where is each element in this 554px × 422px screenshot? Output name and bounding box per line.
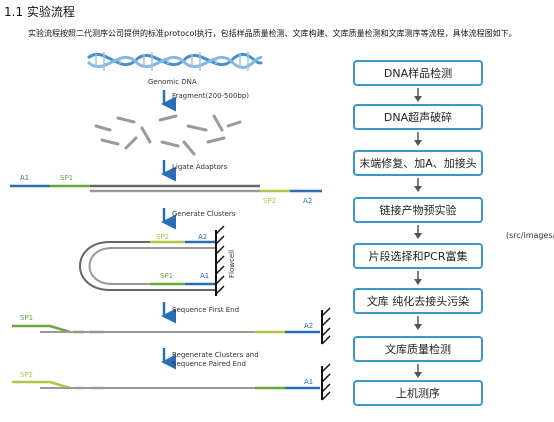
a1-label: A1 (20, 174, 29, 182)
ligate-adaptors-label: Ligate Adaptors (172, 163, 228, 171)
down-arrow-icon (414, 271, 422, 285)
intro-paragraph: 实验流程按照二代测序公司提供的标准protocol执行，包括样品质量检测、文库构… (28, 29, 517, 38)
down-arrow-icon (414, 132, 422, 146)
down-arrow-icon (414, 88, 422, 102)
flow-step-dna-sample-check: DNA样品检测 (353, 60, 483, 86)
generate-clusters-label: Generate Clusters (172, 210, 236, 218)
flow-step-ligation-pretest: 链接产物预实验 (353, 197, 483, 223)
down-arrow-icon (414, 225, 422, 239)
sp2-label: SP2 (156, 233, 169, 241)
regenerate-label-1: Regenerate Clusters and (172, 351, 259, 359)
sp2-label: SP2 (20, 371, 33, 379)
flow-step-end-repair: 末端修复、加A、加接头 (353, 150, 483, 176)
section-heading: 1.1 实验流程 (4, 5, 75, 19)
flow-step-sequencing: 上机测序 (353, 380, 483, 406)
a1-label: A1 (200, 272, 209, 280)
a2-label: A2 (198, 233, 207, 241)
flow-step-library-purification: 文库 纯化去接头污染 (353, 288, 483, 314)
down-arrow-icon (414, 316, 422, 330)
dna-helix-icon (86, 52, 264, 71)
a1-label: A1 (304, 378, 313, 386)
sequencing-workflow-diagram: Genomic DNA Fragment(200-500bp) Ligate A… (10, 52, 331, 401)
genomic-dna-label: Genomic DNA (148, 78, 197, 86)
sp1-label: SP1 (160, 272, 173, 280)
sequence-first-end-label: Sequence First End (172, 306, 239, 314)
dna-fragments (94, 114, 242, 156)
regenerate-label-2: Sequence Paired End (172, 360, 246, 368)
broken-image-placeholder: (src/images/a (506, 231, 554, 240)
fragment-label: Fragment(200-500bp) (172, 92, 249, 100)
sp1-label: SP1 (60, 174, 73, 182)
down-arrow-icon (414, 364, 422, 378)
a2-label: A2 (303, 197, 312, 205)
sp2-label: SP2 (263, 197, 276, 205)
flowcell-label: Flowcell (228, 250, 236, 278)
sp1-label: SP1 (20, 314, 33, 322)
a2-label: A2 (304, 322, 313, 330)
down-arrow-icon (414, 178, 422, 192)
flow-step-size-selection-pcr: 片段选择和PCR富集 (353, 243, 483, 269)
flow-step-dna-shearing: DNA超声破碎 (353, 104, 483, 130)
flow-step-library-qc: 文库质量检测 (353, 336, 483, 362)
